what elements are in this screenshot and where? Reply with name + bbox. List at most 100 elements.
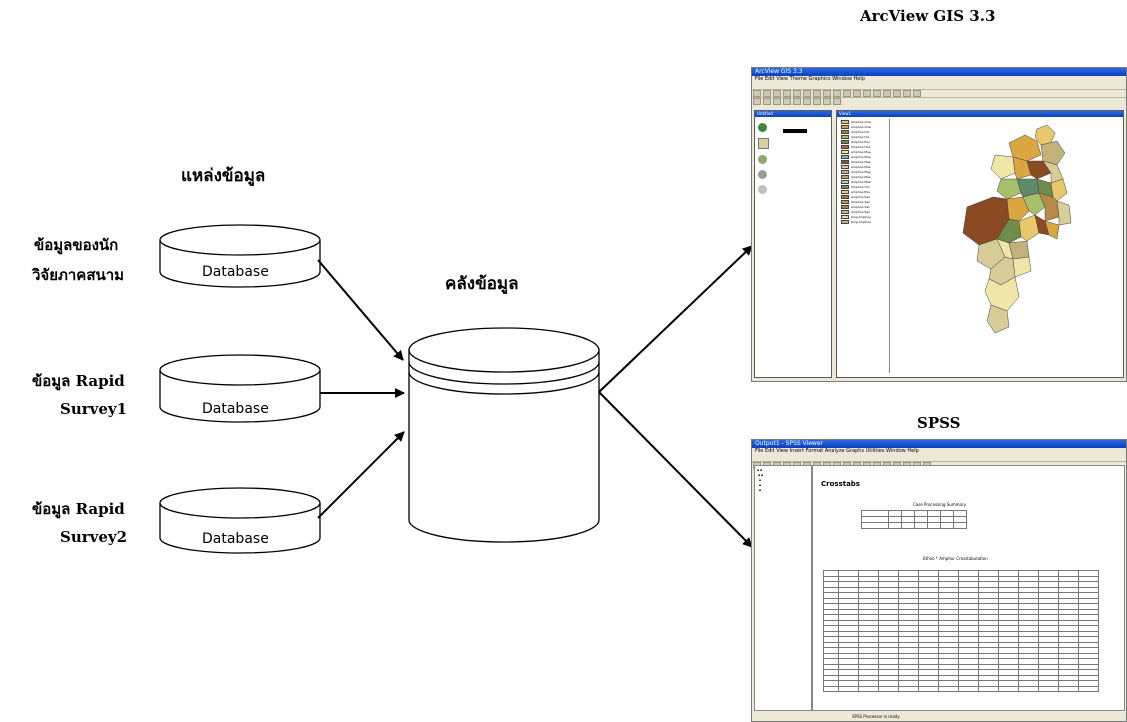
legend-swatch [841,120,849,124]
legend-label: Amphoe Mae [851,175,871,179]
legend-label: Amphoe Om [851,185,870,189]
legend-label: Amphoe Doi [851,135,870,139]
arcview-titlebar: ArcView GIS 3.3 [752,68,1126,76]
table-row [823,636,1099,643]
table-row [823,685,1099,692]
spss-screenshot: Output1 - SPSS Viewer File Edit View Ins… [751,439,1127,722]
arcview-toolbar-1 [752,82,1126,97]
source-cylinder-2 [159,354,321,423]
table-row [823,581,1099,588]
legend-swatch [841,190,849,194]
legend-item: Amphoe San [841,195,887,199]
warehouse-cylinder [408,327,600,543]
legend-item: Amphoe San [841,200,887,204]
table-cell [838,685,859,692]
source-1-label-line1: ข้อมูลของนัก [34,236,119,254]
arcview-map [962,124,1072,334]
arcview-selected-item [783,129,807,133]
legend-swatch [841,215,849,219]
spss-outline-tree: ▪ ▪ ▪ ▪ ▪ ▪ ▪ [757,468,763,492]
warehouse-label: คลังข้อมูล [445,274,519,294]
table-cell [1038,685,1059,692]
table-cell [898,685,919,692]
source-1-db-label: Database [202,264,269,280]
legend-swatch [841,165,849,169]
legend-label: King Amphoe [851,215,872,219]
legend-swatch [841,195,849,199]
legend-swatch [841,175,849,179]
legend-item: Amphoe Mae [841,160,887,164]
spss-menubar: File Edit View Insert Format Analyze Gra… [755,448,919,454]
legend-swatch [841,145,849,149]
legend-item: Amphoe Om [841,185,887,189]
legend-label: Amphoe Hod [851,145,871,149]
source-2-db-label: Database [202,401,269,417]
arcview-view-title: View1 [837,111,1123,117]
arcview-screenshot: ArcView GIS 3.3 File Edit View Theme Gra… [751,67,1127,382]
source-1-label-line2: วิจัยภาคสนาม [32,266,125,284]
legend-item: Amphoe San [841,205,887,209]
legend-swatch [841,220,849,224]
spss-toolbar [752,454,1126,469]
legend-item: King Amphoe [841,220,887,224]
table-cell [958,685,979,692]
arrow-warehouse-to-spss [598,391,753,548]
legend-swatch [841,135,849,139]
legend-item: Amphoe Mae [841,150,887,154]
table-cell [878,685,899,692]
table-row [823,669,1099,676]
spss-crosstab-table [823,570,1099,692]
table-row [823,603,1099,610]
table-cell [938,685,959,692]
arcview-project-title: Untitled [755,111,831,117]
legend-item: Amphoe Mae [841,175,887,179]
legend-swatch [841,170,849,174]
legend-item: Amphoe Fan [841,140,887,144]
legend-swatch [841,130,849,134]
spss-titlebar: Output1 - SPSS Viewer [752,440,1126,448]
legend-label: Amphoe Doi [851,130,870,134]
legend-item: Amphoe San [841,210,887,214]
source-cylinder-3 [159,487,321,554]
table-cell [858,685,879,692]
legend-item: Amphoe Chai [841,120,887,124]
legend-swatch [841,155,849,159]
legend-swatch [841,200,849,204]
legend-label: Amphoe San [851,205,871,209]
source-3-label-line2: Survey2 [60,528,128,546]
legend-label: Amphoe San [851,210,871,214]
legend-swatch [841,150,849,154]
source-2-label-line1: ข้อมูล Rapid [32,372,125,390]
sources-heading: แหล่งข้อมูล [181,166,266,186]
legend-label: Amphoe Mae [851,160,871,164]
table-cell [918,685,939,692]
table-cell [978,685,999,692]
legend-item: Amphoe Doi [841,135,887,139]
arrow-source3-to-warehouse [317,431,405,519]
source-2-label-line2: Survey1 [60,400,128,418]
spss-statusbar: SPSS Processor is ready [852,714,900,719]
spss-crosstabs-heading: Crosstabs [821,480,860,488]
table-cell [1078,685,1099,692]
table-row [823,658,1099,665]
legend-item: Amphoe Hod [841,145,887,149]
legend-label: Amphoe San [851,200,871,204]
legend-label: Amphoe Mae [851,150,871,154]
legend-swatch [841,160,849,164]
arrow-warehouse-to-arcview [598,245,753,393]
table-cell [823,685,839,692]
arcview-project-window: Untitled [754,110,832,378]
spss-summary-title: Case Processing Summary [913,502,967,507]
legend-item: Amphoe Doi [841,130,887,134]
legend-label: Amphoe Chai [851,125,872,129]
legend-swatch [841,125,849,129]
arcview-heading: ArcView GIS 3.3 [860,7,996,25]
table-cell [998,685,1019,692]
legend-item: Amphoe Mae [841,180,887,184]
table-cell [1018,685,1039,692]
table-cell [1058,685,1079,692]
spss-heading: SPSS [917,414,961,432]
legend-item: Amphoe Mae [841,165,887,169]
